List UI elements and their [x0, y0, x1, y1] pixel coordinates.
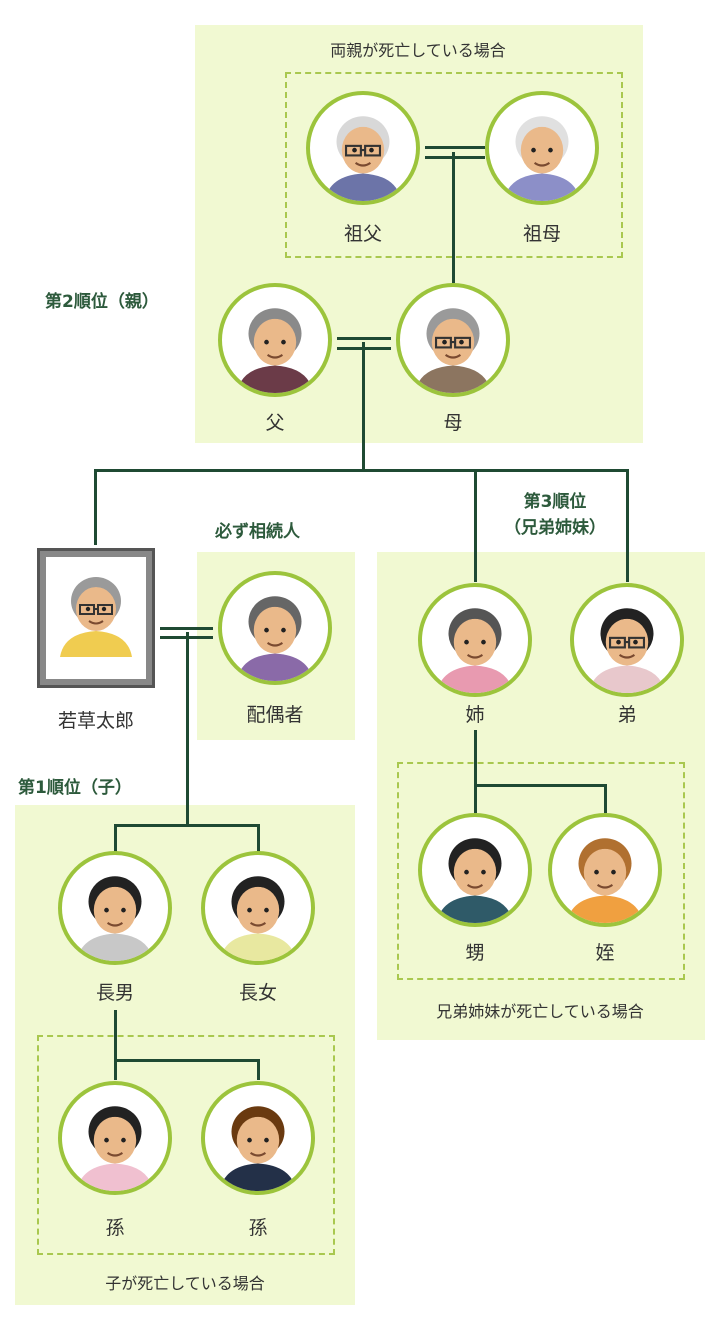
- name-eldest-son: 長男: [95, 982, 134, 1004]
- person-face-icon: [219, 1106, 297, 1191]
- deceased-name: 若草太郎: [57, 710, 134, 732]
- line-siblings-horizontal: [94, 469, 629, 472]
- rank3-sub-label: （兄弟姉妹）: [504, 518, 606, 538]
- name-nephew: 甥: [465, 942, 485, 964]
- name-grandchild2: 孫: [248, 1217, 268, 1239]
- deceased-portrait-frame: [37, 548, 155, 688]
- person-face-icon: [60, 577, 132, 657]
- marriage-line-parents: [337, 337, 391, 340]
- name-eldest-daughter: 長女: [238, 982, 277, 1004]
- person-face-icon: [566, 838, 644, 923]
- person-face-icon: [436, 608, 514, 693]
- name-niece: 姪: [595, 942, 615, 964]
- line-to-son: [114, 824, 117, 852]
- children-deceased-caption: 子が死亡している場合: [105, 1274, 265, 1293]
- line-to-brother: [626, 469, 629, 582]
- marriage-line-grandparents: [425, 146, 485, 149]
- marriage-line-grandparents: [425, 156, 485, 159]
- avatar-eldest-son: [58, 851, 172, 965]
- name-grandfather: 祖父: [343, 223, 382, 245]
- avatar-younger-brother: [570, 583, 684, 697]
- line-to-grandchild2: [257, 1059, 260, 1080]
- person-face-icon: [76, 876, 154, 961]
- avatar-father: [218, 283, 332, 397]
- always-heir-label: 必ず相続人: [215, 522, 300, 542]
- deceased-avatar: [46, 557, 146, 679]
- avatar-grandchild2: [201, 1081, 315, 1195]
- siblings-deceased-caption: 兄弟姉妹が死亡している場合: [436, 1002, 644, 1021]
- name-elder-sister: 姉: [465, 704, 485, 726]
- person-face-icon: [324, 116, 402, 201]
- name-younger-brother: 弟: [617, 704, 637, 726]
- rank3-label: 第3順位: [523, 492, 587, 512]
- line-to-deceased: [94, 469, 97, 545]
- person-face-icon: [76, 1106, 154, 1191]
- name-spouse: 配偶者: [246, 704, 304, 726]
- avatar-elder-sister: [418, 583, 532, 697]
- line-children-horizontal: [114, 824, 260, 827]
- line-parents-children: [362, 342, 365, 472]
- line-grandparents-mother: [452, 152, 455, 283]
- person-face-icon: [219, 876, 297, 961]
- person-face-icon: [236, 596, 314, 681]
- line-nephews-horizontal: [474, 784, 607, 787]
- nephews-box: [397, 762, 685, 980]
- name-grandmother: 祖母: [522, 223, 561, 245]
- rank2-label: 第2順位（親）: [45, 292, 159, 312]
- avatar-grandmother: [485, 91, 599, 205]
- avatar-spouse: [218, 571, 332, 685]
- person-face-icon: [503, 116, 581, 201]
- line-son-grandchildren: [114, 1010, 117, 1080]
- avatar-mother: [396, 283, 510, 397]
- line-sister-nephews: [474, 730, 477, 813]
- grandchildren-box: [37, 1035, 335, 1255]
- person-face-icon: [414, 308, 492, 393]
- avatar-grandfather: [306, 91, 420, 205]
- name-grandchild1: 孫: [105, 1217, 125, 1239]
- avatar-niece: [548, 813, 662, 927]
- person-face-icon: [236, 308, 314, 393]
- marriage-line-spouse: [160, 627, 213, 630]
- rank1-label: 第1順位（子）: [18, 778, 132, 798]
- line-to-sister: [474, 469, 477, 582]
- person-face-icon: [588, 608, 666, 693]
- avatar-nephew: [418, 813, 532, 927]
- name-mother: 母: [443, 412, 463, 434]
- line-to-niece: [604, 784, 607, 813]
- avatar-grandchild1: [58, 1081, 172, 1195]
- line-grandchildren-horizontal: [114, 1059, 260, 1062]
- line-to-children: [186, 632, 189, 827]
- parents-deceased-caption: 両親が死亡している場合: [330, 41, 506, 60]
- avatar-eldest-daughter: [201, 851, 315, 965]
- person-face-icon: [436, 838, 514, 923]
- name-father: 父: [265, 412, 285, 434]
- line-to-daughter: [257, 824, 260, 852]
